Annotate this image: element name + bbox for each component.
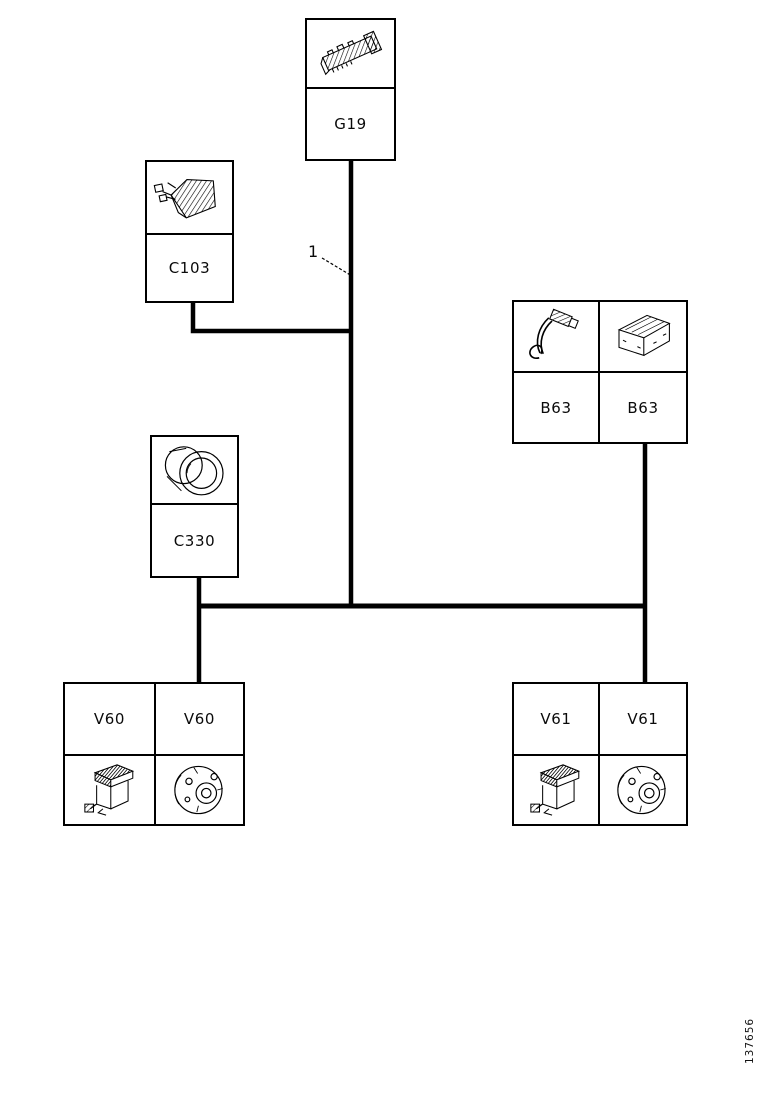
v61-label-right: V61 (627, 710, 659, 728)
wire-c103-branch (190, 302, 353, 334)
b63-label-left: B63 (540, 398, 572, 417)
v60-label-left: V60 (93, 710, 126, 728)
component-box-g19[interactable]: G19 (305, 18, 396, 161)
g19-image-cell (307, 20, 394, 87)
c330-label: C330 (173, 531, 216, 550)
solenoid-valve-part-icon (69, 757, 151, 823)
v61-label-cell-right: V61 (600, 684, 686, 756)
v61-label-cell-left: V61 (514, 684, 600, 756)
component-box-b63[interactable]: B63 B63 (512, 300, 688, 444)
round-connector-part-icon (153, 438, 237, 502)
connector-block-part-icon (148, 164, 232, 232)
connector-strip-part-icon (308, 21, 394, 87)
component-box-c330[interactable]: C330 (150, 435, 239, 578)
c103-label: C103 (168, 259, 211, 277)
b63-image-cell-left (514, 302, 600, 373)
drawing-number: 137656 (744, 1017, 756, 1064)
b63-label-cell-left: B63 (514, 373, 600, 442)
c330-image-cell (152, 437, 237, 503)
c103-image-cell (147, 162, 232, 233)
solenoid-valve-part-icon (515, 757, 597, 823)
v61-image-cell-left (514, 756, 600, 824)
g19-label: G19 (334, 115, 367, 133)
v60-image-cell-left (65, 756, 156, 824)
v60-label-cell-right: V60 (156, 684, 243, 756)
v60-label-right: V60 (183, 710, 216, 728)
v60-image-cell-right (156, 756, 243, 824)
v61-label-left: V61 (540, 710, 572, 728)
callout-leader-line (321, 257, 353, 277)
b63-label-right: B63 (627, 398, 659, 417)
c330-label-cell: C330 (152, 503, 237, 576)
v61-image-cell-right (600, 756, 686, 824)
component-box-c103[interactable]: C103 (145, 160, 234, 303)
g19-label-cell: G19 (307, 87, 394, 159)
v60-label-cell-left: V60 (65, 684, 156, 756)
compressor-part-icon (159, 757, 241, 823)
component-box-v61[interactable]: V61 V61 (512, 682, 688, 826)
b63-label-cell-right: B63 (600, 373, 686, 442)
compressor-part-icon (602, 757, 684, 823)
callout-1[interactable]: 1 (308, 242, 319, 261)
component-box-v60[interactable]: V60 V60 (63, 682, 245, 826)
box-module-part-icon (602, 305, 684, 369)
sensor-with-cable-part-icon (516, 305, 596, 369)
b63-image-cell-right (600, 302, 686, 373)
c103-label-cell: C103 (147, 233, 232, 301)
